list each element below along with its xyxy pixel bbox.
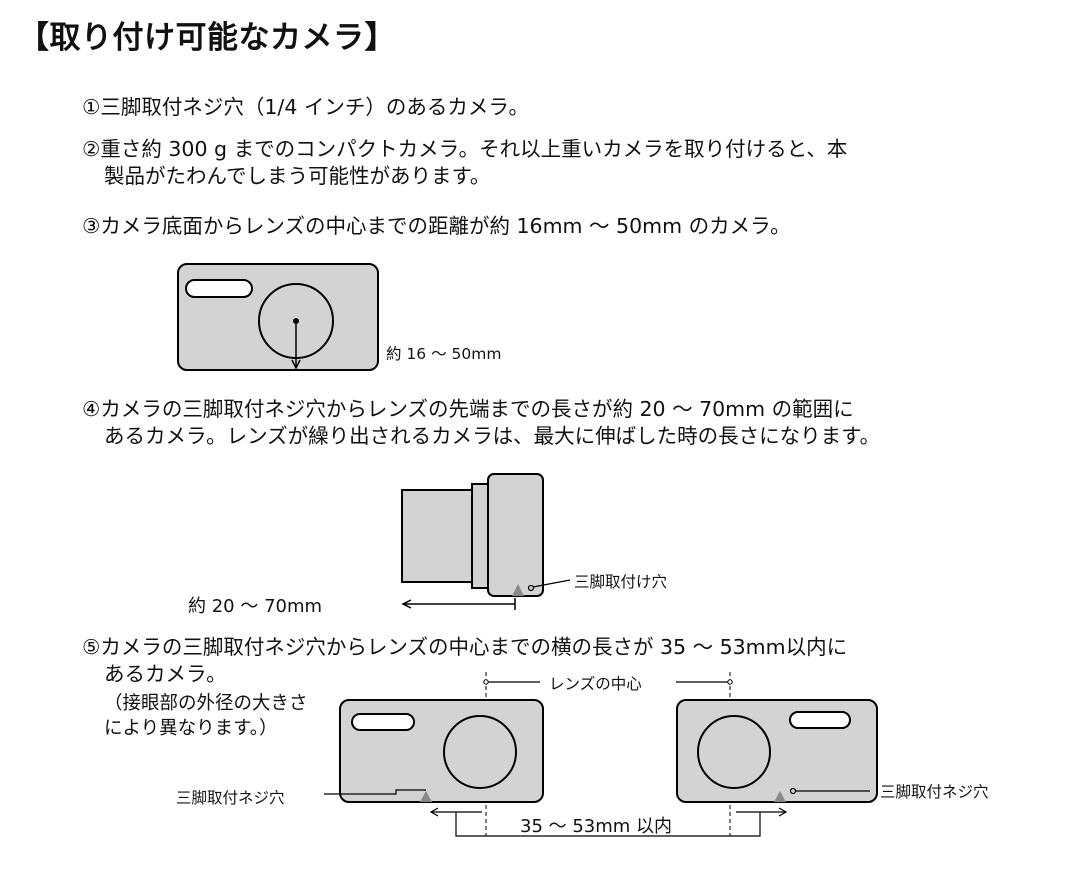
fig5-distance-label: 35 ～ 53mm 以内: [520, 816, 673, 837]
fig4-tripod-hole-label: 三脚取付け穴: [574, 573, 668, 591]
fig5-left-camera: [339, 699, 544, 803]
fig5-lens-center-line: [483, 672, 733, 836]
fig3-dimension-label: 約 16 ～ 50mm: [386, 345, 502, 363]
page-title: 【取り付け可能なカメラ】: [18, 20, 396, 56]
fig4-dimension-label: 約 20 ～ 70mm: [188, 596, 323, 617]
fig4-camera-side: [401, 473, 544, 597]
fig5-left-hole-label: 三脚取付ネジ穴: [176, 789, 285, 807]
item-3: ③カメラ底面からレンズの中心までの距離が約 16mm ～ 50mm のカメラ。: [82, 213, 791, 240]
item-5-line-1: ⑤カメラの三脚取付ネジ穴からレンズの中心までの横の長さが 35 ～ 53mm以内…: [82, 635, 848, 659]
item-5-line-2: あるカメラ。: [104, 662, 227, 686]
item-5-note-line-2: により異なります。）: [104, 718, 278, 739]
fig4-dimension-arrow: [401, 598, 516, 610]
fig4-tripod-marker: [512, 579, 571, 596]
fig5-distance-bracket: [429, 807, 788, 837]
item-4-line-2: あるカメラ。レンズが繰り出されるカメラは、最大に伸ばした時の長さになります。: [104, 424, 881, 448]
item-4: ④カメラの三脚取付ネジ穴からレンズの先端までの長さが約 20 ～ 70mm の範…: [82, 396, 880, 450]
fig5-right-tripod-marker: [774, 787, 870, 802]
fig5-right-hole-label: 三脚取付ネジ穴: [880, 783, 989, 801]
fig5-right-camera: [676, 699, 878, 803]
item-1: ①三脚取付ネジ穴（1/4 インチ）のあるカメラ。: [82, 94, 529, 121]
item-3-line-1: ③カメラ底面からレンズの中心までの距離が約 16mm ～ 50mm のカメラ。: [82, 214, 791, 238]
fig3-camera-front: [177, 263, 379, 371]
item-2-line-2: 製品がたわんでしまう可能性があります。: [104, 164, 491, 188]
item-5-note-line-1: （接眼部の外径の大きさ: [104, 693, 308, 714]
fig5-left-tripod-marker: [324, 789, 432, 802]
item-2: ②重さ約 300 g までのコンパクトカメラ。それ以上重いカメラを取り付けると、…: [82, 136, 847, 190]
item-5: ⑤カメラの三脚取付ネジ穴からレンズの中心までの横の長さが 35 ～ 53mm以内…: [82, 634, 847, 688]
item-1-line-1: ①三脚取付ネジ穴（1/4 インチ）のあるカメラ。: [82, 95, 529, 119]
item-2-line-1: ②重さ約 300 g までのコンパクトカメラ。それ以上重いカメラを取り付けると、…: [82, 137, 848, 161]
fig3-dimension-arrow: [291, 323, 301, 370]
item-4-line-1: ④カメラの三脚取付ネジ穴からレンズの先端までの長さが約 20 ～ 70mm の範…: [82, 397, 854, 421]
fig5-lens-center-label: レンズの中心: [546, 672, 645, 694]
item-5-note: （接眼部の外径の大きさ により異なります。）: [104, 691, 308, 741]
